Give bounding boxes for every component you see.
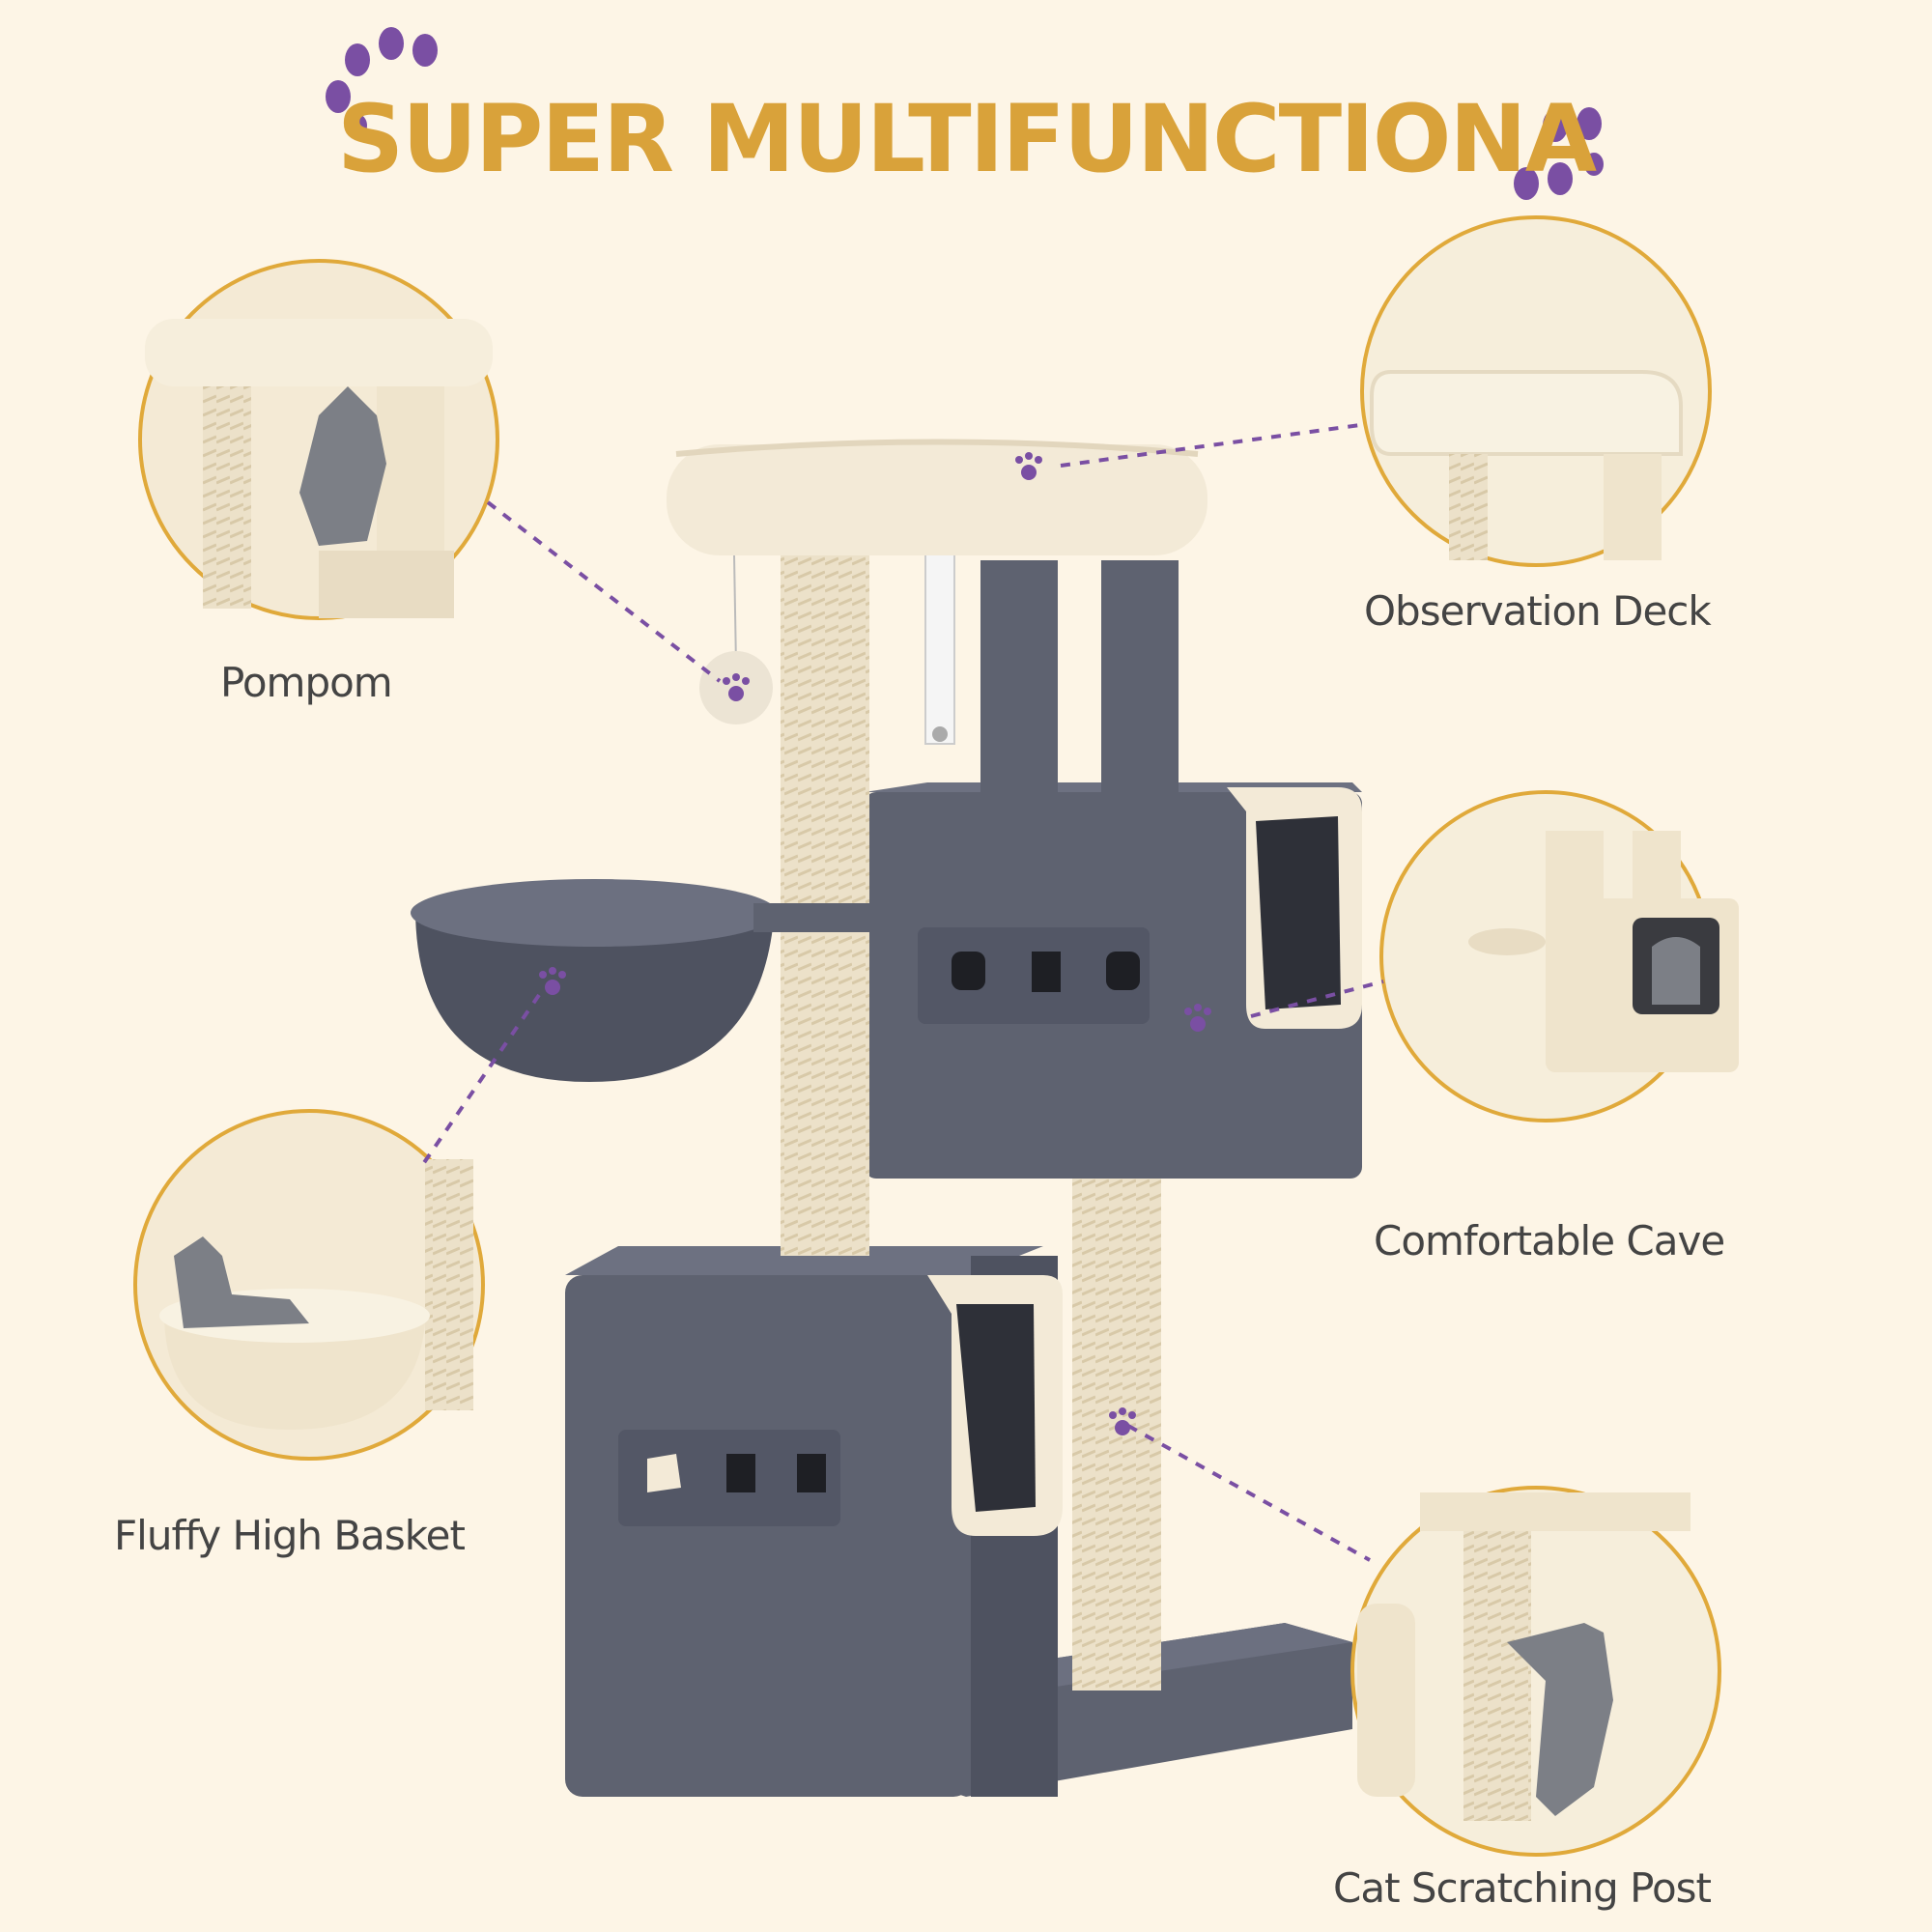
detail-circle-fluffy-high-basket <box>133 1109 485 1461</box>
cat-tree-illustration <box>411 439 1362 1797</box>
feature-label-fluffy-high-basket: Fluffy High Basket <box>114 1512 466 1559</box>
detail-circle-comfortable-cave <box>1379 790 1739 1122</box>
paw-marker-pompom-icon <box>723 673 750 701</box>
detail-circle-observation-deck <box>1360 215 1712 567</box>
feature-label-observation-deck: Observation Deck <box>1364 587 1712 635</box>
feature-label-cat-scratching-post: Cat Scratching Post <box>1333 1864 1712 1912</box>
feature-label-pompom: Pompom <box>220 659 393 706</box>
upper-house <box>865 782 1362 1179</box>
paw-marker-comfortable-cave-icon <box>1184 1004 1211 1032</box>
paw-decoration-right-icon <box>1514 107 1604 200</box>
paw-marker-scratching-post-icon <box>1109 1407 1136 1435</box>
callout-connectors <box>421 423 1384 1562</box>
lower-house <box>565 1246 1063 1797</box>
detail-circle-pompom <box>138 259 499 620</box>
basket-platform <box>411 879 869 1082</box>
feature-label-comfortable-cave: Comfortable Cave <box>1374 1217 1725 1264</box>
paw-marker-observation-deck-icon <box>1015 452 1042 480</box>
top-platform <box>667 439 1208 555</box>
detail-circle-cat-scratching-post <box>1350 1486 1721 1857</box>
paw-decoration-left-icon <box>326 27 438 137</box>
headline: SUPER MULTIFUNCTIONA <box>336 85 1597 193</box>
paw-marker-basket-icon <box>539 967 566 995</box>
